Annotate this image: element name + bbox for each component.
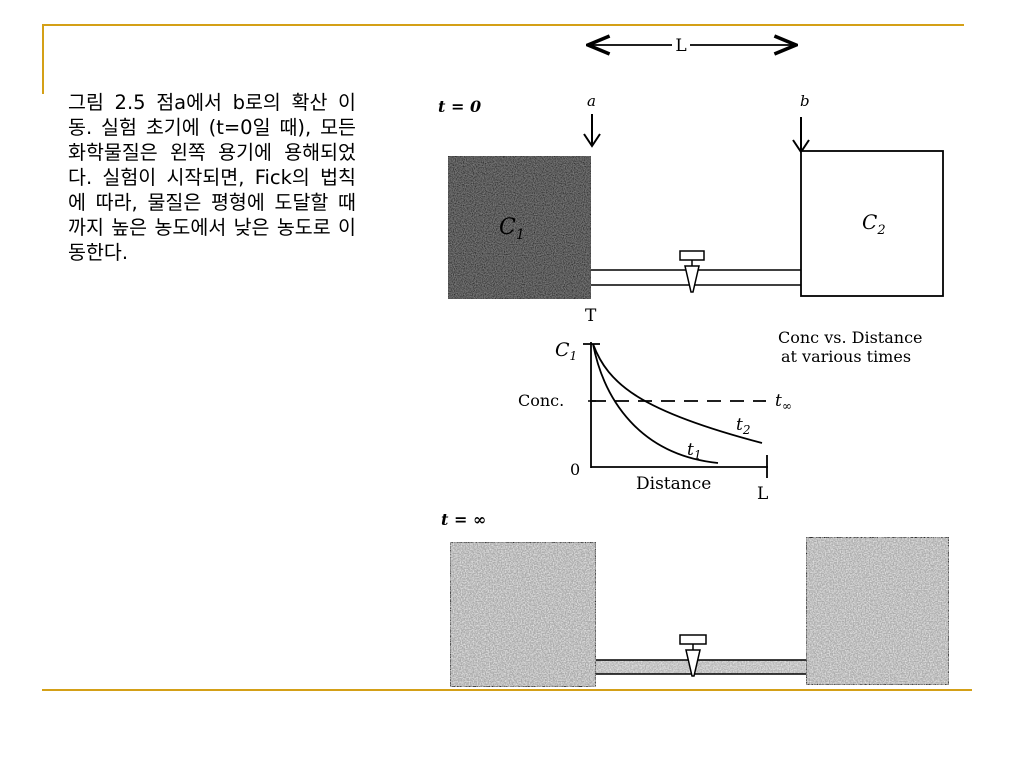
length-label: L	[675, 36, 686, 56]
right-concentration-label: C2	[862, 210, 886, 238]
point-a-label: a	[587, 92, 596, 110]
curve-t1-label: t1	[687, 440, 701, 462]
bottom-valve-icon	[679, 634, 707, 677]
bottom-tube-fill	[596, 660, 806, 674]
graph-x-axis-label: Distance	[636, 474, 711, 494]
graph-legend-line2: at various times	[781, 347, 911, 366]
curve-t2-label: t2	[736, 415, 750, 437]
graph-legend-line1: Conc vs. Distance	[778, 328, 923, 347]
curve-t1	[592, 343, 719, 464]
left-container-equilibrium	[449, 541, 597, 688]
left-container-full	[447, 155, 592, 300]
time-infinity-label: t = ∞	[441, 510, 486, 529]
point-b-arrow-icon	[792, 117, 810, 154]
right-container-equilibrium	[805, 536, 950, 686]
figure-caption: 그림 2.5 점a에서 b로의 확산 이동. 실험 초기에 (t=0일 때), …	[68, 91, 356, 264]
graph-ymax-label: C1	[555, 339, 577, 363]
curve-t2	[592, 343, 763, 444]
top-valve-icon	[679, 250, 705, 293]
time-zero-label: t = 0	[438, 97, 481, 116]
top-accent-rule	[42, 24, 964, 26]
point-b-label: b	[800, 92, 810, 110]
graph-x-end-label: L	[757, 484, 768, 504]
graph-y-axis-label: Conc.	[518, 391, 564, 410]
left-concentration-label: C1	[499, 215, 525, 243]
curve-tinf-label: t∞	[775, 391, 792, 413]
concentration-graph: T C1 Conc. 0 Distance L t1 t2 t∞	[518, 306, 792, 504]
right-container-empty	[800, 150, 944, 297]
graph-y-zero-label: 0	[570, 460, 580, 479]
graph-top-label: T	[585, 306, 597, 326]
point-a-arrow-icon	[583, 114, 601, 148]
bottom-accent-rule	[42, 689, 972, 691]
left-accent-rule	[42, 24, 44, 94]
